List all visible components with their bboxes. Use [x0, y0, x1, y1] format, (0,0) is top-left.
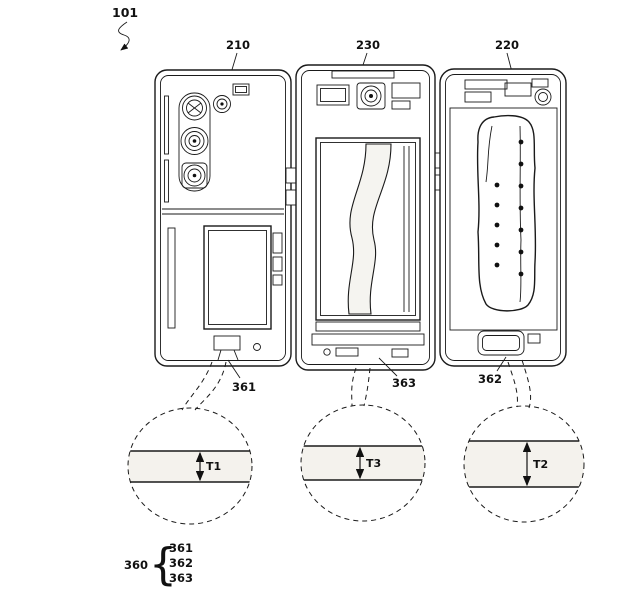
edge-strip	[164, 159, 169, 203]
legend-item-362: 362	[169, 556, 193, 570]
legend-360: 360 { 361 362 363	[124, 539, 193, 590]
main-ref-group: 101	[112, 5, 138, 51]
legend-item-361: 361	[169, 541, 193, 555]
small-component	[235, 86, 247, 93]
ref-101-label: 101	[112, 5, 138, 20]
legend-brace-glyph: {	[149, 539, 177, 590]
squiggle-arrow-icon	[118, 21, 130, 51]
edge-connector	[272, 256, 283, 272]
bottom-connector-right	[477, 330, 541, 356]
legend-item-363: 363	[169, 571, 193, 585]
t3-label: T3	[366, 457, 381, 470]
bottom-plate	[311, 333, 425, 346]
inner-region-frame	[449, 107, 558, 331]
small-component	[504, 82, 532, 97]
screw-dots	[494, 139, 524, 277]
small-component	[464, 79, 508, 90]
camera-module-icon	[178, 92, 211, 192]
panel-right-220	[439, 68, 567, 367]
leader-363	[378, 357, 398, 377]
bottom-plate	[315, 321, 421, 332]
legend-group-label: 360	[124, 558, 148, 572]
leader-362	[496, 356, 507, 372]
detail-circle-t2: T2	[463, 405, 585, 523]
panel-middle-230	[295, 64, 436, 371]
flex-cable	[347, 143, 392, 315]
battery-left	[203, 225, 272, 330]
detail-circle-t3: T3	[300, 404, 426, 522]
small-component	[316, 84, 350, 106]
callout-363-label: 363	[392, 376, 416, 390]
callout-361-label: 361	[232, 380, 256, 394]
edge-connector	[272, 232, 283, 254]
camera-lens-icon	[213, 95, 231, 113]
small-component	[464, 91, 492, 103]
panel-left-210	[154, 69, 292, 367]
edge-strip	[164, 95, 169, 155]
t2-label: T2	[533, 458, 548, 471]
battery-right	[476, 114, 537, 312]
camera-module-middle-icon	[356, 82, 386, 110]
callout-362-label: 362	[478, 372, 502, 386]
leader-361	[227, 359, 241, 379]
small-component	[531, 78, 549, 88]
dashed-leaders	[181, 359, 532, 411]
detail-circle-t1: T1	[127, 407, 253, 525]
small-component	[391, 100, 411, 110]
edge-connector	[272, 274, 283, 286]
callouts: 361 363 362	[227, 356, 507, 394]
small-component	[320, 88, 346, 102]
small-component	[391, 348, 409, 358]
panel-210-label: 210	[226, 38, 250, 52]
top-bar	[331, 70, 395, 79]
display-frame-inner	[320, 142, 416, 316]
screw-icon	[323, 348, 331, 356]
panel-220-label: 220	[495, 38, 519, 52]
bottom-connector-left	[213, 335, 261, 361]
t1-label: T1	[206, 460, 221, 473]
small-component	[232, 83, 250, 96]
small-component	[335, 347, 359, 357]
side-frame-strip	[167, 227, 176, 329]
camera-lens-right-icon	[534, 88, 552, 106]
panel-230-label: 230	[356, 38, 380, 52]
small-component	[391, 82, 421, 99]
